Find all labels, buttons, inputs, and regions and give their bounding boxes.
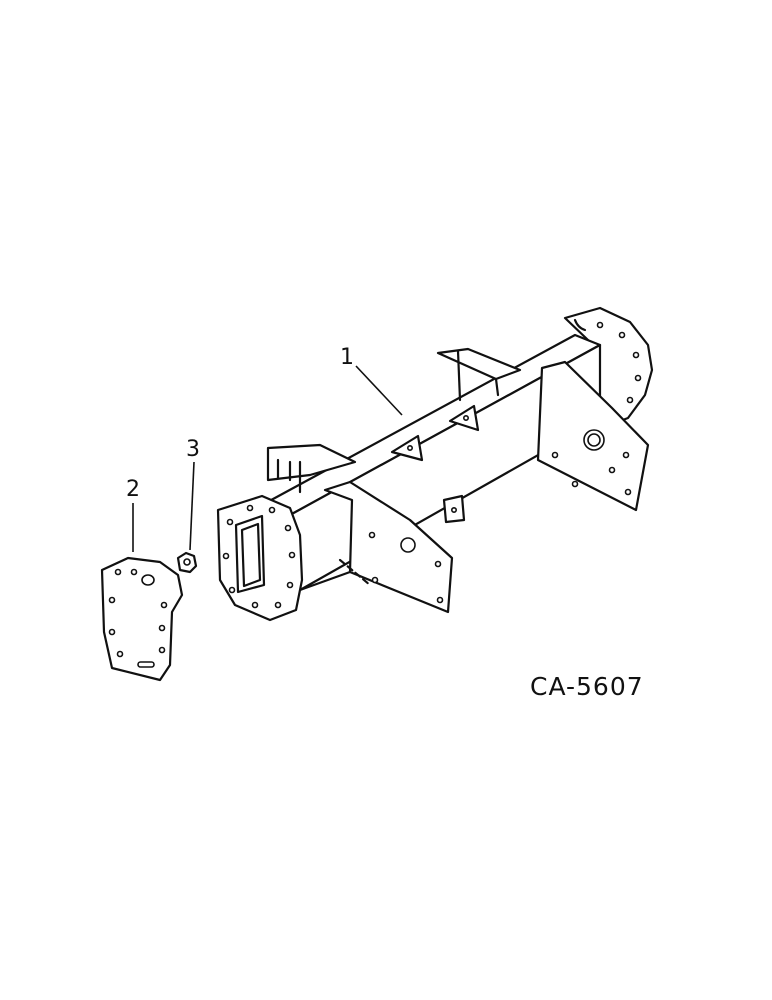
front-left-bracket-plate (323, 480, 454, 614)
leader-1 (355, 365, 403, 416)
callout-2: 2 (126, 477, 140, 502)
nut-part-3 (176, 551, 198, 574)
cover-plate-part-2 (100, 556, 184, 682)
drawing-code: CA-5607 (530, 672, 644, 701)
axle-frame-part-1 (216, 306, 654, 622)
leader-3 (189, 461, 195, 551)
rear-center-bracket (436, 347, 522, 381)
callout-1: 1 (340, 345, 354, 370)
callout-3: 3 (186, 437, 200, 462)
